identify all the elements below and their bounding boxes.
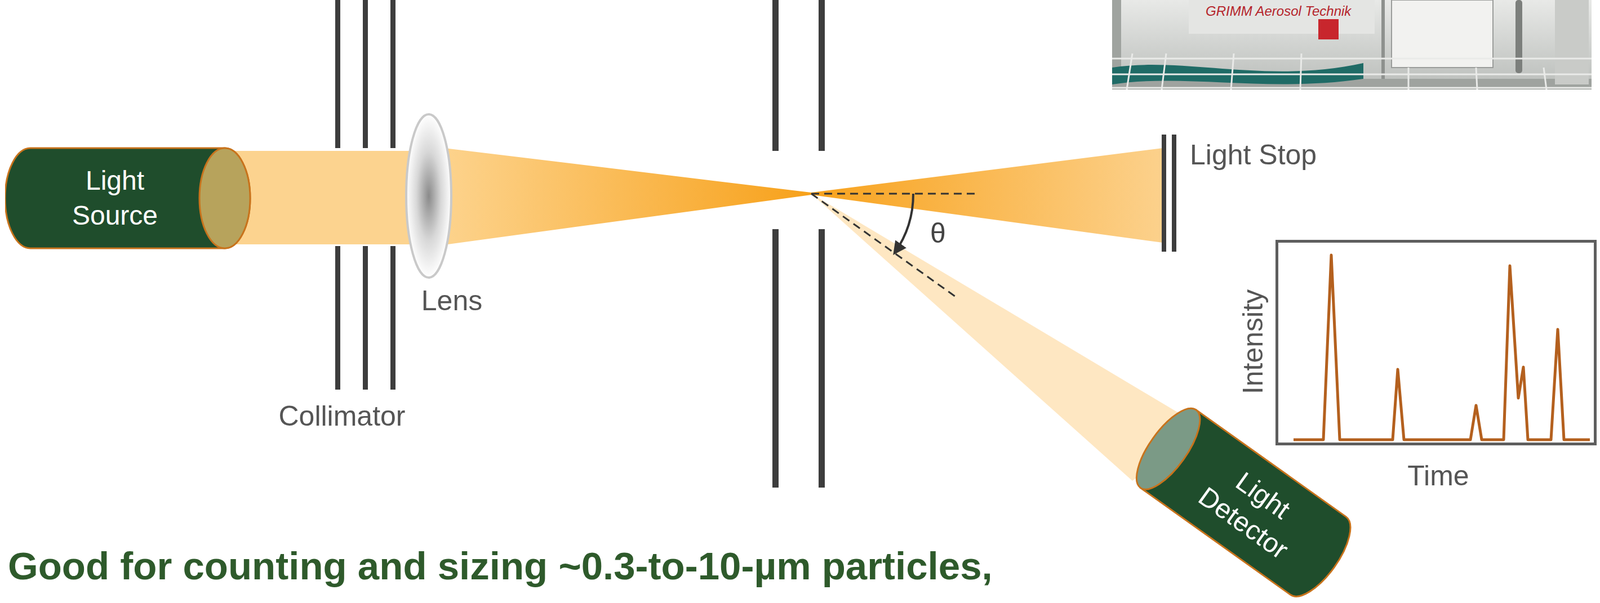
device-label-panel: [1391, 0, 1493, 68]
device-seam: [1381, 0, 1385, 79]
chart-frame: IntensityTime: [1275, 240, 1597, 446]
transmitted-beam: [811, 148, 1163, 243]
inlet-walls: [772, 0, 825, 488]
wire-shelf: [1112, 53, 1592, 90]
scatter-dashed-line: [811, 193, 958, 299]
cylinder-shape: [5, 147, 259, 250]
device-panel: [1188, 0, 1375, 34]
lens: [406, 114, 452, 278]
device-side: [1554, 0, 1589, 85]
device-name: Light Source: [52, 163, 177, 234]
photo-ground: [1112, 0, 1592, 90]
part-label: Lens: [421, 286, 483, 315]
cylinder-shape-svg: [5, 147, 259, 250]
reference-dashed-line: [811, 193, 978, 195]
collimator-plates: [335, 0, 396, 390]
angle-arc: [894, 193, 914, 253]
light-source-cylinder: Light Source: [5, 147, 259, 250]
text-frame: Light Source: [21, 147, 208, 250]
caption-headline: Good for counting and sizing ~0.3-to-10-…: [7, 544, 993, 589]
angle-symbol: θ: [930, 219, 946, 248]
axis-title: Intensity: [1238, 289, 1268, 395]
light-detector-cylinder: Light Detector: [1123, 397, 1365, 603]
instrument-photo: [1112, 0, 1592, 90]
pulse-trace: [1293, 255, 1590, 440]
part-label: Light Stop: [1189, 140, 1317, 170]
photo-brand-text: GRIMM Aerosol Technik: [1205, 4, 1351, 19]
collimated-beam: [224, 150, 434, 245]
part-label: Collimator: [278, 402, 406, 431]
light-stop: [1161, 134, 1177, 252]
axis-title: Time: [1407, 461, 1469, 491]
device-name: Light Detector: [1179, 443, 1327, 576]
device-logo: [1318, 19, 1339, 40]
device-handle: [1515, 0, 1523, 74]
focused-beam: [439, 147, 812, 246]
